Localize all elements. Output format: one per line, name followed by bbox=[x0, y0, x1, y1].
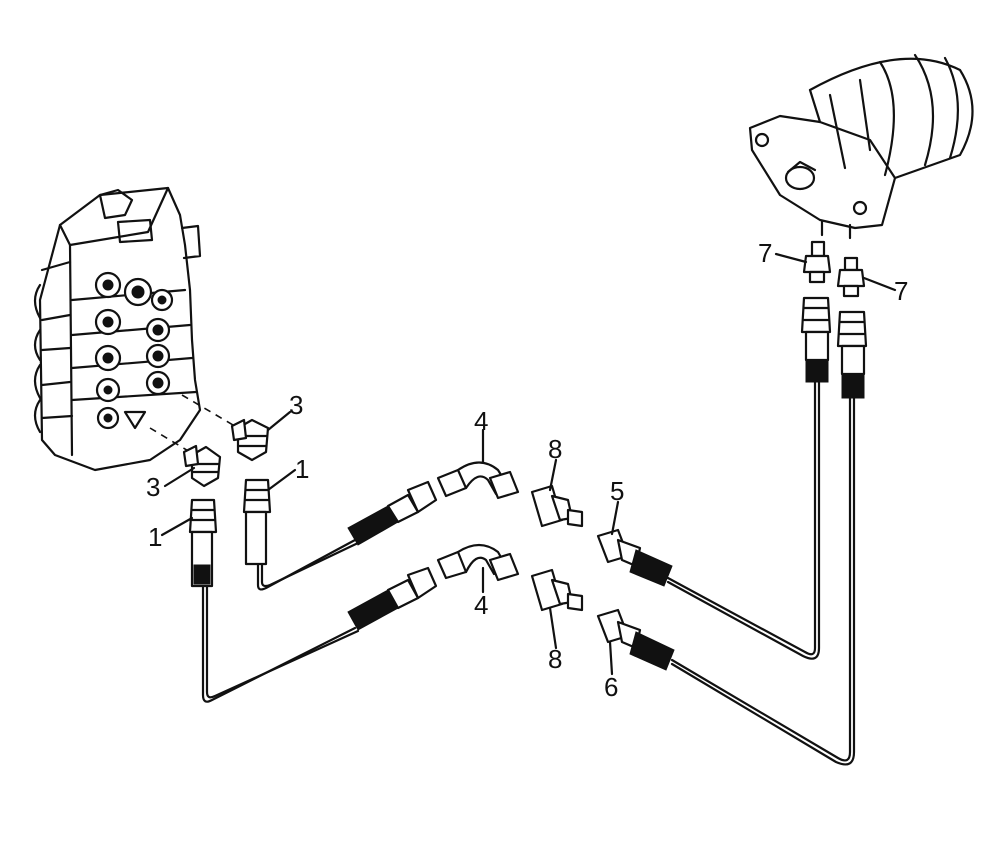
callout-8-lower: 8 bbox=[548, 644, 562, 674]
connector-8-upper bbox=[530, 484, 584, 528]
hose-end-upper-mid bbox=[347, 480, 438, 546]
adapter-7-right bbox=[836, 256, 866, 298]
callout-4-upper: 4 bbox=[474, 406, 488, 436]
hose-end-1-left bbox=[188, 498, 218, 588]
callout-3-lower: 3 bbox=[146, 472, 160, 502]
hose-5-to-motor bbox=[666, 378, 817, 656]
hose-upper-left bbox=[256, 538, 357, 591]
callout-1-upper: 1 bbox=[295, 454, 309, 484]
callout-7-right: 7 bbox=[894, 276, 908, 306]
elbow-adapter-4-upper bbox=[436, 461, 520, 500]
hose-end-6 bbox=[596, 608, 675, 671]
hose-end-motor-left bbox=[800, 296, 832, 383]
hose-6-to-motor bbox=[670, 396, 852, 762]
elbow-adapter-4-lower bbox=[436, 543, 520, 582]
hose-end-1-right bbox=[242, 478, 272, 566]
hose-lower-left bbox=[201, 580, 357, 703]
adapter-7-left bbox=[802, 240, 832, 284]
callout-7-left: 7 bbox=[758, 238, 772, 268]
leader-lines bbox=[160, 252, 897, 676]
hose-end-lower-mid bbox=[347, 566, 438, 631]
elbow-fitting-3-upper bbox=[230, 418, 270, 462]
control-valve-block bbox=[33, 186, 246, 472]
valve-ports bbox=[94, 271, 174, 430]
callout-5: 5 bbox=[610, 476, 624, 506]
hose-lines bbox=[201, 378, 856, 766]
callout-labels: 3 3 1 1 4 4 8 8 5 6 7 7 bbox=[146, 238, 908, 702]
callout-3-upper: 3 bbox=[289, 390, 303, 420]
connector-8-lower bbox=[530, 568, 584, 612]
hose-end-5 bbox=[596, 528, 673, 587]
hose-end-motor-right bbox=[836, 310, 868, 399]
hydraulic-motor bbox=[748, 53, 974, 240]
callout-1-lower: 1 bbox=[148, 522, 162, 552]
callout-8-upper: 8 bbox=[548, 434, 562, 464]
elbow-fitting-3-lower bbox=[182, 444, 222, 488]
callout-6: 6 bbox=[604, 672, 618, 702]
callout-4-lower: 4 bbox=[474, 590, 488, 620]
